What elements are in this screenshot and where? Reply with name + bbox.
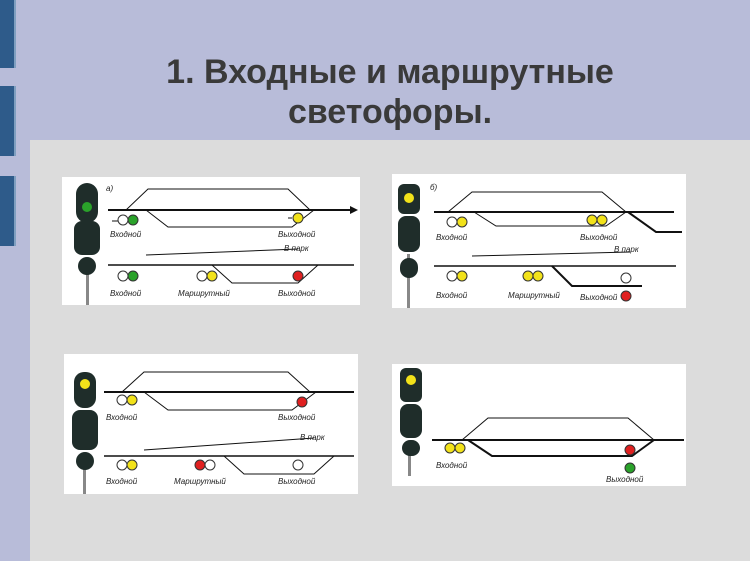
- exit2-label: Выходной: [278, 289, 316, 298]
- decor-tab-1: [0, 0, 16, 68]
- green-lamp-icon: [127, 214, 139, 226]
- exit2-label: Выходной: [278, 477, 316, 486]
- park-label: В парк: [284, 244, 310, 253]
- exit-label: Выходной: [580, 233, 618, 242]
- green-lamp-icon: [624, 462, 636, 474]
- route-label: Маршрутный: [508, 291, 560, 300]
- yellow-lamp-icon: [456, 216, 468, 228]
- entry-label: Входной: [106, 413, 138, 422]
- signal-head-lower: [76, 452, 94, 470]
- decor-tab-2: [0, 86, 16, 156]
- yellow-lamp-icon: [404, 193, 414, 203]
- red-lamp-icon: [620, 290, 632, 302]
- yellow-lamp-icon: [80, 379, 90, 389]
- white-lamp-icon: [292, 459, 304, 471]
- yellow-lamp-icon: [292, 212, 304, 224]
- yellow-lamp-icon: [454, 442, 466, 454]
- white-lamp-icon: [117, 214, 129, 226]
- signal-head-middle: [72, 410, 98, 450]
- green-lamp-icon: [127, 270, 139, 282]
- green-lamp-icon: [82, 202, 92, 212]
- yellow-lamp-icon: [126, 459, 138, 471]
- diagram-a-svg: а) Входной Выходной В парк Входной Маршр…: [74, 183, 358, 305]
- title-line-2: светофоры.: [287, 93, 493, 131]
- diagram-b-svg: б) Входной Выходной В парк Входной Маршр…: [398, 183, 682, 308]
- white-lamp-icon: [117, 270, 129, 282]
- yellow-lamp-icon: [444, 442, 456, 454]
- entry2-label: Входной: [106, 477, 138, 486]
- yellow-lamp-icon: [206, 270, 218, 282]
- decor-tab-3: [0, 176, 16, 246]
- signal-head-middle: [74, 221, 100, 255]
- white-lamp-icon: [116, 459, 128, 471]
- yellow-lamp-icon: [406, 375, 416, 385]
- yellow-lamp-icon: [456, 270, 468, 282]
- white-lamp-icon: [196, 270, 208, 282]
- red-lamp-icon: [296, 396, 308, 408]
- signal-head-upper: [74, 372, 96, 408]
- signal-head-middle: [398, 216, 420, 252]
- corner-label: а): [106, 184, 113, 193]
- route-label: Маршрутный: [178, 289, 230, 298]
- diagram-d: Входной Выходной: [392, 364, 686, 486]
- exit-label: Выходной: [278, 230, 316, 239]
- yellow-lamp-icon: [586, 214, 598, 226]
- yellow-lamp-icon: [596, 214, 608, 226]
- white-lamp-icon: [446, 270, 458, 282]
- diagram-c: Входной Выходной В парк Входной Маршрутн…: [64, 354, 358, 494]
- signal-head-lower: [400, 258, 418, 278]
- park-label: В парк: [614, 245, 640, 254]
- slide-title: 1. Входные и маршрутные светофоры.: [30, 52, 750, 132]
- white-lamp-icon: [116, 394, 128, 406]
- red-lamp-icon: [624, 444, 636, 456]
- mast: [86, 267, 89, 305]
- diagram-b: б) Входной Выходной В парк Входной Маршр…: [392, 174, 686, 308]
- red-lamp-icon: [292, 270, 304, 282]
- yellow-lamp-icon: [522, 270, 534, 282]
- entry-label: Входной: [436, 461, 468, 470]
- park-label: В парк: [300, 433, 326, 442]
- diagram-c-svg: Входной Выходной В парк Входной Маршрутн…: [72, 371, 354, 494]
- entry-label: Входной: [110, 230, 142, 239]
- red-lamp-icon: [194, 459, 206, 471]
- corner-label: б): [430, 183, 438, 192]
- signal-head-lower: [402, 440, 420, 456]
- white-lamp-icon: [204, 459, 216, 471]
- entry2-label: Входной: [110, 289, 142, 298]
- signal-head-middle: [400, 404, 422, 438]
- title-line-1: 1. Входные и маршрутные: [166, 53, 614, 91]
- yellow-lamp-icon: [126, 394, 138, 406]
- exit-label: Выходной: [278, 413, 316, 422]
- exit2-label: Выходной: [580, 293, 618, 302]
- entry-label: Входной: [436, 233, 468, 242]
- diagram-d-svg: Входной Выходной: [400, 368, 684, 484]
- signal-head-lower: [78, 257, 96, 275]
- left-decor-strip: [0, 0, 30, 561]
- diagram-a: а) Входной Выходной В парк Входной Маршр…: [62, 177, 360, 305]
- route-label: Маршрутный: [174, 477, 226, 486]
- white-lamp-icon: [446, 216, 458, 228]
- slide-header: [0, 0, 750, 140]
- entry2-label: Входной: [436, 291, 468, 300]
- white-lamp-icon: [620, 272, 632, 284]
- exit-label: Выходной: [606, 475, 644, 484]
- yellow-lamp-icon: [532, 270, 544, 282]
